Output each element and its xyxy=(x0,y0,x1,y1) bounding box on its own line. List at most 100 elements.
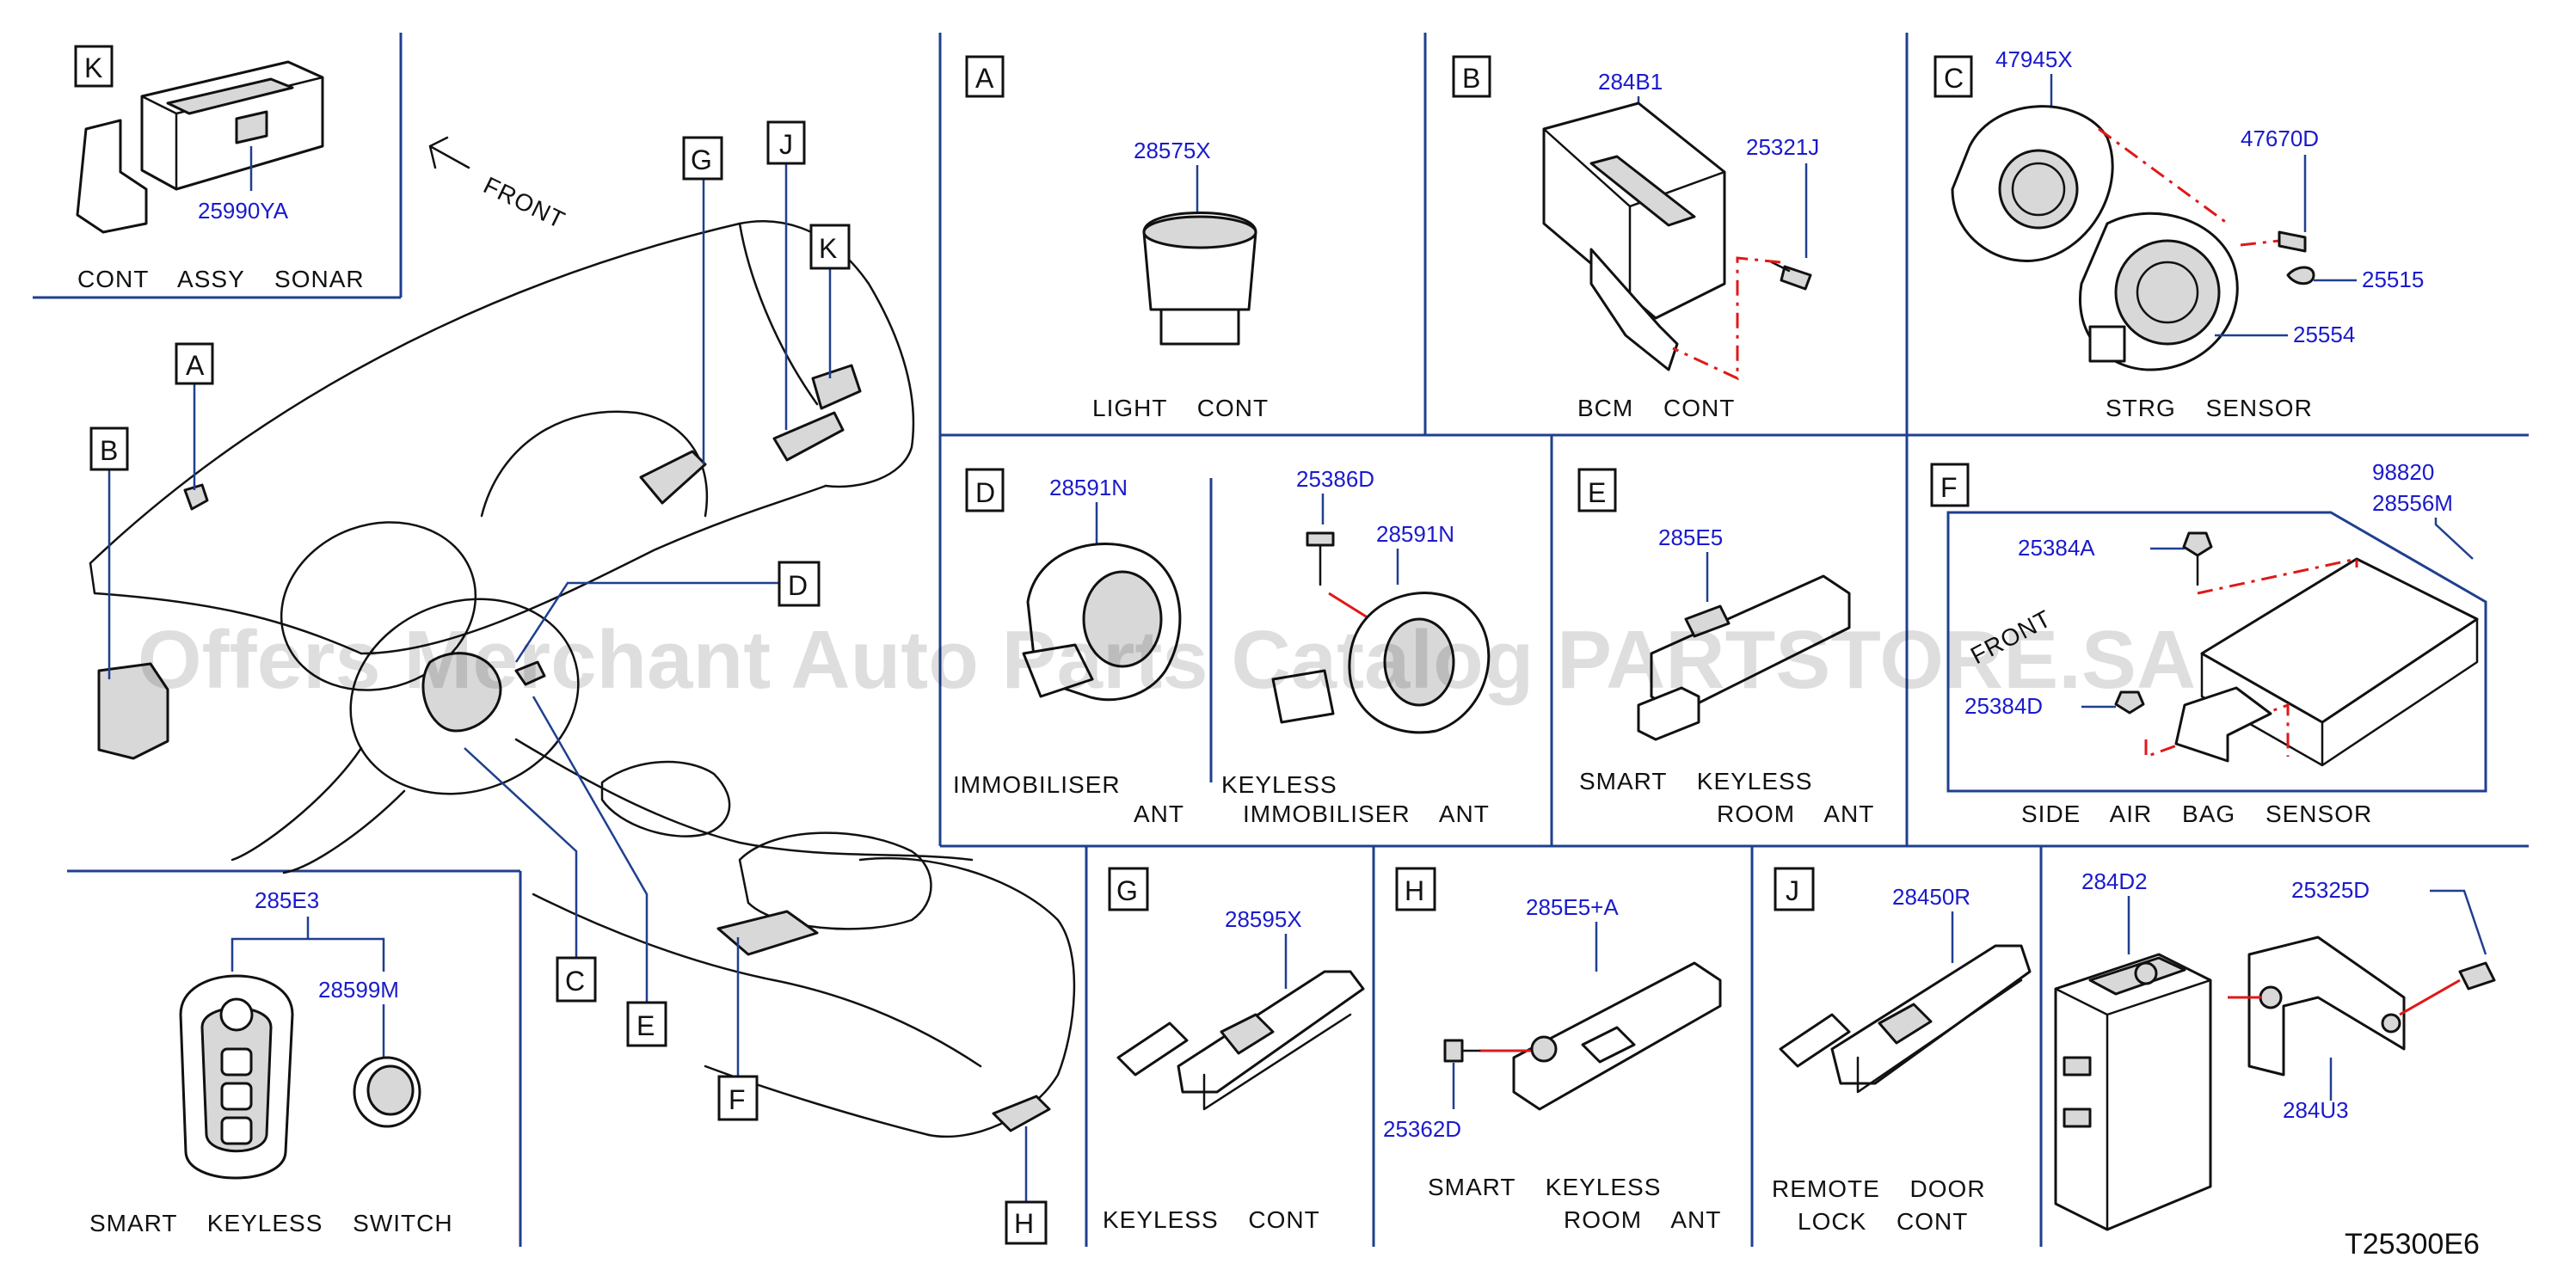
panel-j-caption-line1: REMOTE DOOR xyxy=(1772,1175,1986,1202)
svg-text:G: G xyxy=(691,144,712,175)
dashboard-overview-illustration: FRONT xyxy=(89,136,1076,1138)
svg-text:A: A xyxy=(186,350,205,381)
part-number-28450r[interactable]: 28450R xyxy=(1892,884,1970,910)
panel-f-ref: F xyxy=(1940,472,1958,503)
svg-text:B: B xyxy=(100,435,118,466)
part-number-98820[interactable]: 98820 xyxy=(2372,459,2434,485)
panel-d-caption-ant: ANT xyxy=(1134,801,1184,827)
panel-d-caption-immobiliser-ant: IMMOBILISER ANT xyxy=(1243,801,1490,827)
diagram-code: T25300E6 xyxy=(2345,1228,2480,1261)
remote-door-lock-control-drawing xyxy=(1830,944,2032,1085)
part-number-28591n-immobiliser[interactable]: 28591N xyxy=(1049,475,1128,500)
bcm-control-unit-drawing xyxy=(1542,101,1726,320)
panel-d-caption-immobiliser: IMMOBILISER xyxy=(953,771,1121,798)
part-number-285e3[interactable]: 285E3 xyxy=(255,887,319,913)
part-number-47945x[interactable]: 47945X xyxy=(1995,46,2073,72)
panel-g-ref: G xyxy=(1116,875,1138,906)
panel-f-caption: SIDE AIR BAG SENSOR xyxy=(2021,801,2372,827)
bracket-284u3-drawing xyxy=(2247,936,2406,1077)
part-number-284d2[interactable]: 284D2 xyxy=(2081,868,2148,894)
panel-k: K 25990YA CONT ASSY SONAR xyxy=(74,45,365,292)
keyfob-caption: SMART KEYLESS SWITCH xyxy=(89,1210,453,1236)
part-number-25554[interactable]: 25554 xyxy=(2293,322,2355,347)
part-number-28595x[interactable]: 28595X xyxy=(1225,906,1302,932)
part-number-25386d[interactable]: 25386D xyxy=(1296,466,1374,492)
part-number-28599m[interactable]: 28599M xyxy=(318,977,399,1003)
smart-keyless-room-antenna-drawing xyxy=(1650,574,1851,715)
panel-k-caption: CONT ASSY SONAR xyxy=(77,266,365,292)
panel-e-caption-line2: ROOM ANT xyxy=(1717,801,1874,827)
callout-b[interactable]: B xyxy=(89,426,129,471)
callout-f[interactable]: F xyxy=(717,1075,759,1121)
panel-b: B 284B1 25321J BCM CONT xyxy=(1452,55,1819,421)
part-number-25325d[interactable]: 25325D xyxy=(2291,877,2370,903)
overview-callout-leaders xyxy=(108,158,1028,1202)
panel-j: J 28450R REMOTE DOOR LOCK CONT xyxy=(1772,867,2032,1235)
panel-c: C 47945X 47670D 25515 25554 STRG SENSOR xyxy=(1934,46,2424,421)
control-unit-284d2-drawing xyxy=(2054,953,2212,1231)
callout-j[interactable]: J xyxy=(766,120,806,165)
part-number-47670d[interactable]: 47670D xyxy=(2241,126,2319,151)
part-number-25362d[interactable]: 25362D xyxy=(1383,1116,1461,1142)
svg-text:H: H xyxy=(1014,1208,1034,1239)
part-number-25384a[interactable]: 25384A xyxy=(2018,535,2095,561)
panel-c-caption: STRG SENSOR xyxy=(2106,395,2313,421)
part-number-285e5-room-ant[interactable]: 285E5 xyxy=(1658,525,1723,550)
panel-c-ref: C xyxy=(1944,63,1964,94)
part-number-25990ya[interactable]: 25990YA xyxy=(198,198,289,224)
panel-j-ref: J xyxy=(1786,875,1799,906)
part-number-285e5-a[interactable]: 285E5+A xyxy=(1526,894,1619,920)
callout-k[interactable]: K xyxy=(809,224,851,270)
panel-k-ref-box xyxy=(74,45,114,88)
panel-h: H 285E5+A 25362D SMART KEYLESS ROOM ANT xyxy=(1383,867,1722,1233)
part-number-25515[interactable]: 25515 xyxy=(2362,267,2424,292)
svg-text:K: K xyxy=(819,233,837,264)
panel-smart-keyless-switch: 285E3 28599M SMART KEYLESS SWITCH xyxy=(89,887,453,1236)
part-number-28556m[interactable]: 28556M xyxy=(2372,490,2453,516)
side-airbag-sensor-detail-frame xyxy=(1946,511,2487,793)
panel-e-ref: E xyxy=(1588,477,1606,508)
callout-d[interactable]: D xyxy=(778,561,821,607)
panel-g-caption: KEYLESS CONT xyxy=(1103,1206,1320,1233)
panel-e-caption-line1: SMART KEYLESS xyxy=(1579,768,1812,794)
panel-h-caption-line2: ROOM ANT xyxy=(1564,1206,1721,1233)
watermark: Offers Merchant Auto Parts Catalog PARTS… xyxy=(138,614,2196,706)
part-number-25384d[interactable]: 25384D xyxy=(1964,693,2043,719)
panel-h-ref: H xyxy=(1405,875,1424,906)
svg-text:C: C xyxy=(565,966,585,997)
panel-a: A 28575X LIGHT CONT xyxy=(965,55,1269,421)
panel-b-caption: BCM CONT xyxy=(1577,395,1735,421)
panel-e: E 285E5 SMART KEYLESS ROOM ANT xyxy=(1577,468,1874,827)
callout-g[interactable]: G xyxy=(682,136,723,181)
callout-h[interactable]: H xyxy=(1005,1200,1048,1245)
svg-text:E: E xyxy=(636,1010,655,1041)
panel-f: F 98820 28556M 25384A 25384D FRONT SIDE … xyxy=(1930,459,2487,827)
sonar-control-unit-drawing xyxy=(140,60,324,191)
overview-callouts: A B G J K D C E F H xyxy=(89,120,1048,1245)
svg-text:J: J xyxy=(779,129,793,160)
panel-g: G 28595X KEYLESS CONT xyxy=(1103,867,1365,1233)
callout-e[interactable]: E xyxy=(626,1001,667,1047)
front-label: FRONT xyxy=(479,172,569,234)
callout-a[interactable]: A xyxy=(175,342,214,385)
panel-k-ref: K xyxy=(84,52,102,83)
panel-a-ref: A xyxy=(975,63,994,94)
panel-control-unit-bracket: 284D2 25325D 284U3 xyxy=(2054,868,2496,1231)
part-number-25321j[interactable]: 25321J xyxy=(1746,134,1819,160)
panel-d-caption-keyless: KEYLESS xyxy=(1221,771,1337,798)
callout-c[interactable]: C xyxy=(556,956,597,1003)
panel-d: D 28591N 25386D 28591N IMMOBILISER ANT K… xyxy=(953,466,1491,827)
part-number-284b1[interactable]: 284B1 xyxy=(1598,69,1663,95)
part-number-28591n-keyless[interactable]: 28591N xyxy=(1376,521,1454,547)
part-number-284u3[interactable]: 284U3 xyxy=(2283,1097,2349,1123)
panel-j-caption-line2: LOCK CONT xyxy=(1798,1208,1968,1235)
svg-text:D: D xyxy=(788,570,808,601)
panel-h-caption-line1: SMART KEYLESS xyxy=(1428,1174,1661,1200)
panel-a-caption: LIGHT CONT xyxy=(1092,395,1269,421)
panel-d-ref: D xyxy=(975,477,995,508)
svg-text:F: F xyxy=(729,1084,746,1115)
part-number-28575x[interactable]: 28575X xyxy=(1134,138,1211,163)
panel-b-ref: B xyxy=(1462,63,1480,94)
